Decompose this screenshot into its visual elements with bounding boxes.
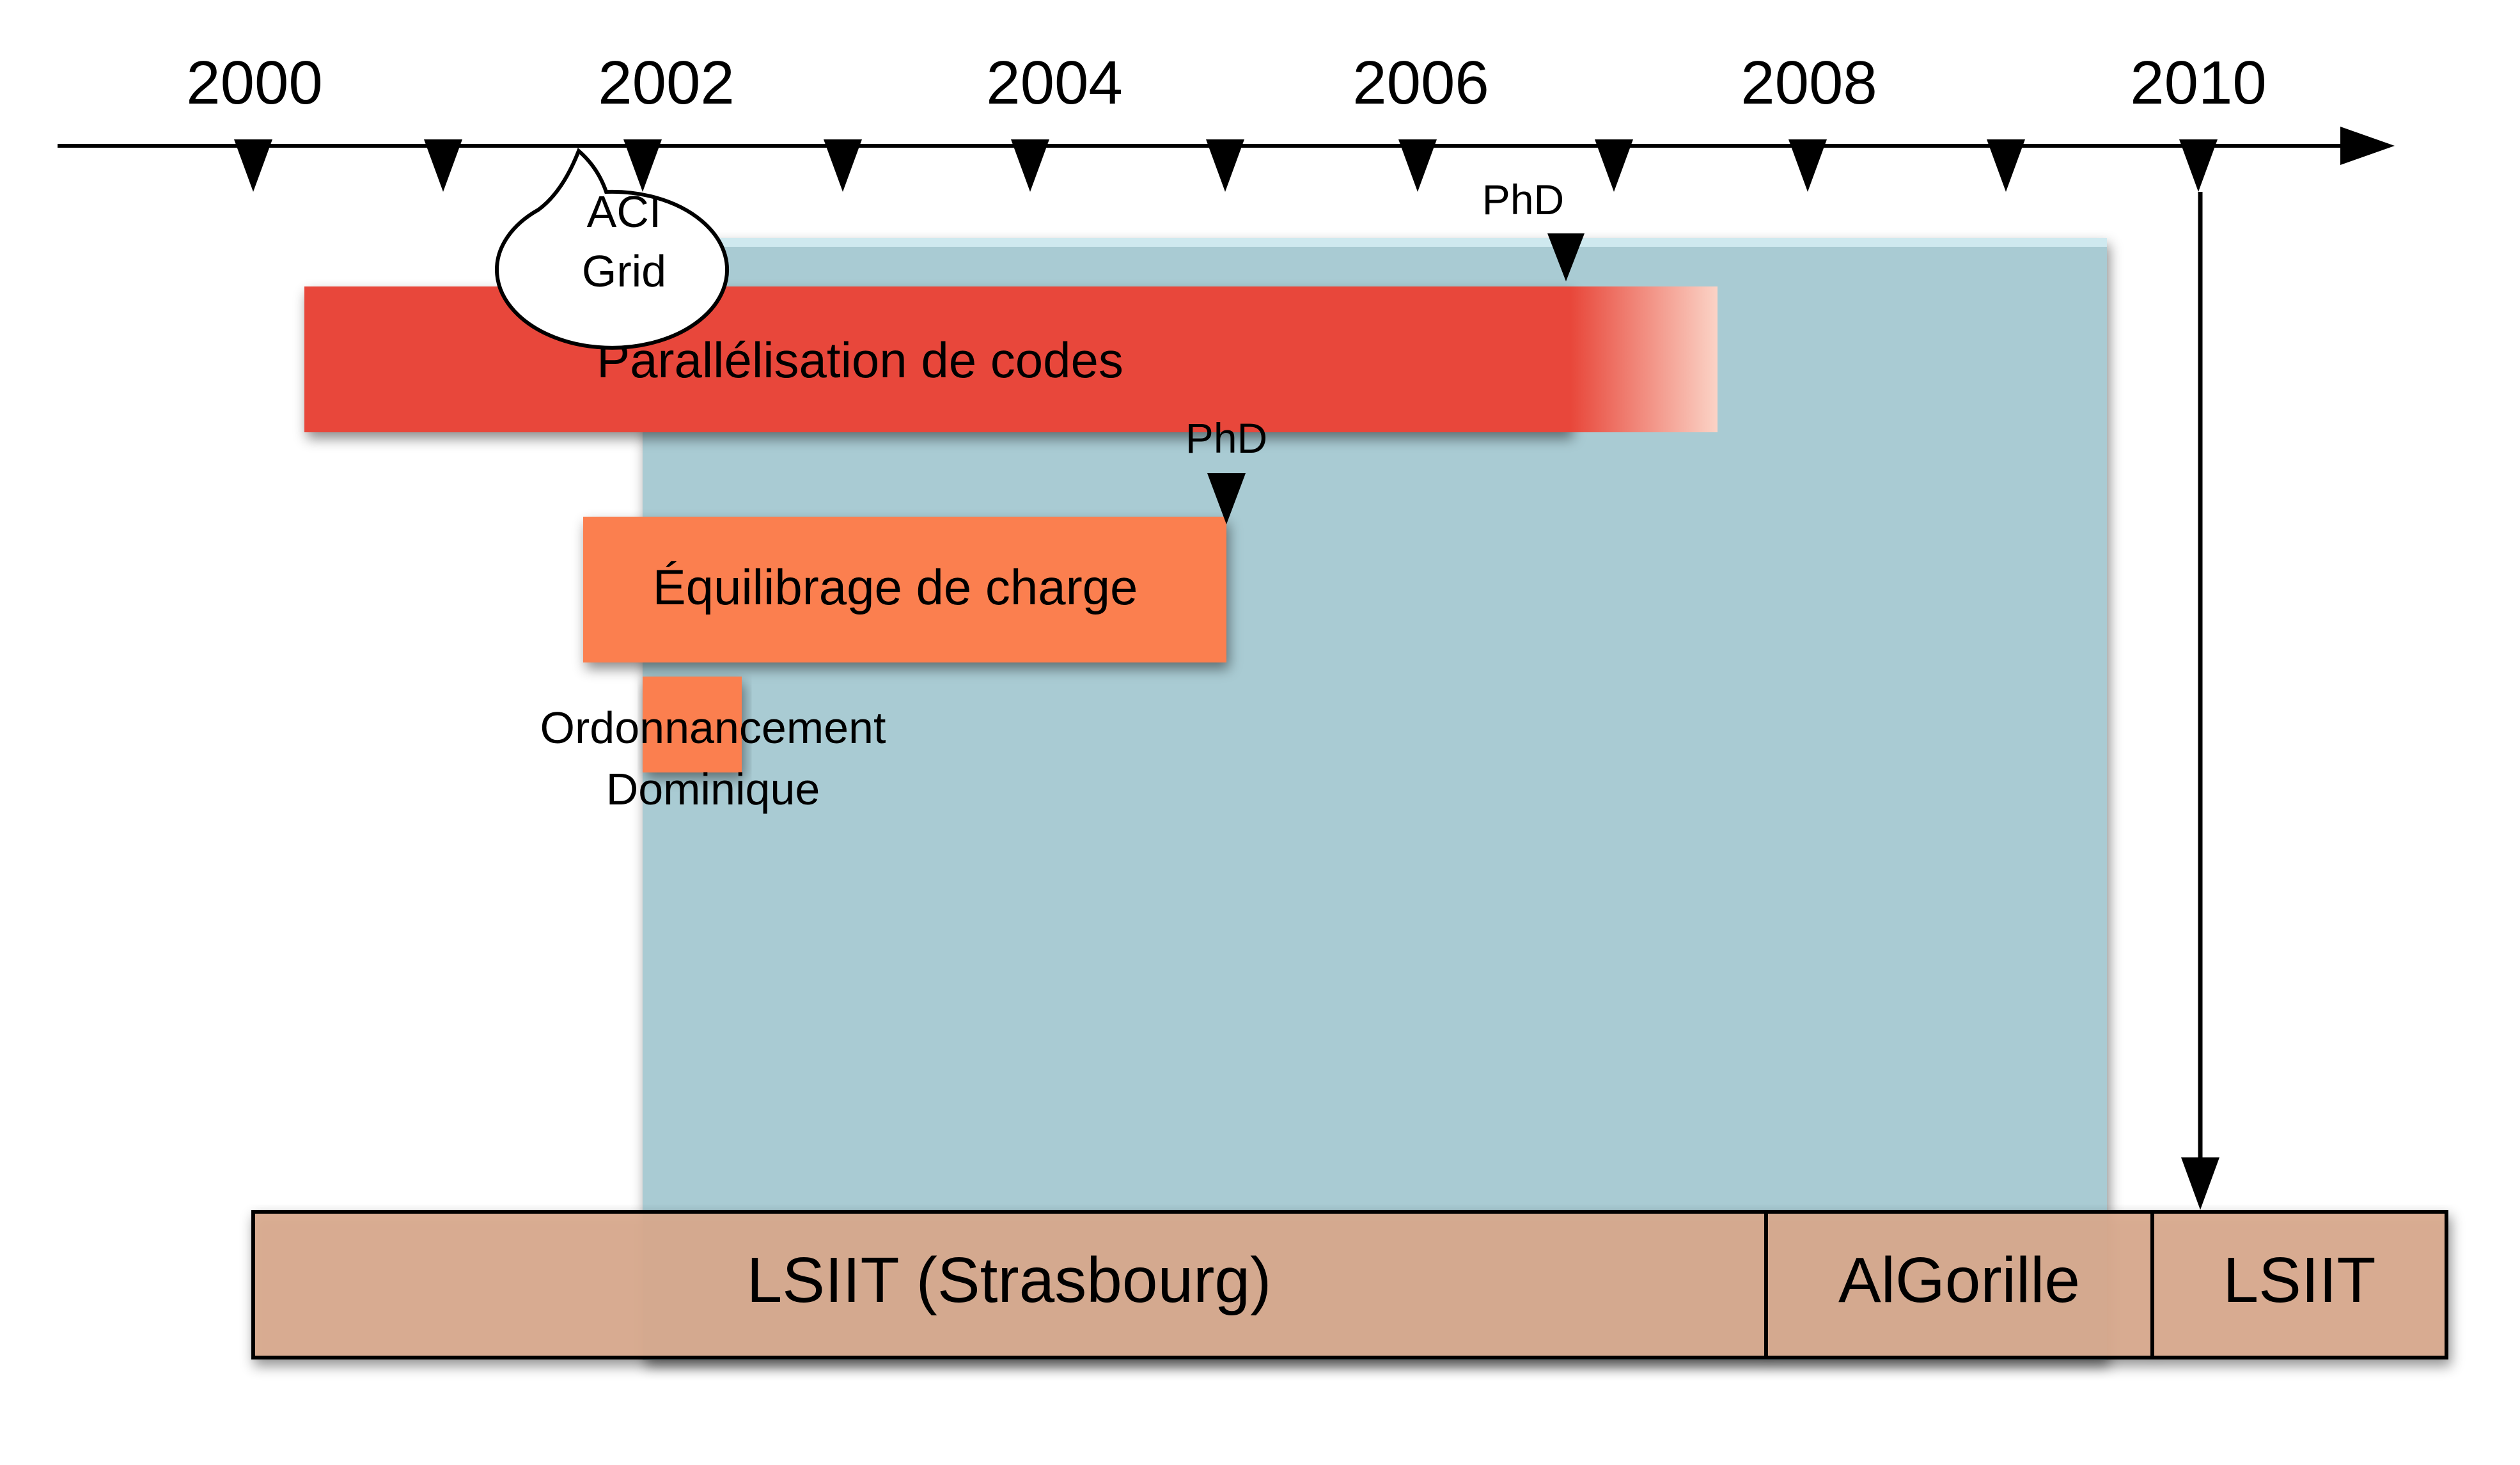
- axis-tick-marker-icon: [1206, 139, 1244, 192]
- arrow-down-icon: [2181, 1157, 2219, 1210]
- phd-label: PhD: [1186, 414, 1267, 462]
- lab-label-lsiit: LSIIT: [2223, 1244, 2376, 1316]
- ordonnancement-person: Dominique: [606, 764, 820, 814]
- axis-ticks: [234, 139, 2218, 192]
- year-label-2002: 2002: [598, 49, 735, 117]
- year-label-2008: 2008: [1741, 49, 1877, 117]
- lab-bar-algorille: [1764, 1210, 2154, 1359]
- lab-bar-lsiit-strasbourg: [251, 1210, 1768, 1359]
- phd-marker-icon: [1547, 233, 1585, 281]
- phd-label: PhD: [1482, 176, 1564, 223]
- year-label-2000: 2000: [186, 49, 323, 117]
- axis-tick-marker-icon: [824, 139, 862, 192]
- background-period-top-glow: [643, 238, 2107, 247]
- axis-tick-marker-icon: [1398, 139, 1437, 192]
- year-label-2006: 2006: [1352, 49, 1489, 117]
- axis-tick-marker-icon: [424, 139, 462, 192]
- axis-tick-marker-icon: [234, 139, 272, 192]
- axis-tick-marker-icon: [623, 139, 662, 192]
- axis-tick-marker-icon: [1011, 139, 1049, 192]
- speech-bubble-icon: [495, 147, 730, 350]
- year-label-2010: 2010: [2130, 49, 2267, 117]
- axis-tick-marker-icon: [1788, 139, 1827, 192]
- axis-tick-marker-icon: [2179, 139, 2218, 192]
- lab-bar-lsiit: [2150, 1210, 2448, 1359]
- time-axis: 2000 2002 2004 2006 2008 2010: [58, 49, 2395, 192]
- phd-milestone-equilibrage: PhD: [1186, 414, 1267, 524]
- axis-tick-marker-icon: [1595, 139, 1633, 192]
- axis-tick-marker-icon: [1987, 139, 2025, 192]
- year-label-2004: 2004: [986, 49, 1123, 117]
- ordonnancement-label: Ordonnancement: [540, 703, 886, 753]
- equilibrage-bar: Équilibrage de charge: [583, 517, 1226, 662]
- lab-label-algorille: AlGorille: [1838, 1244, 2080, 1316]
- phd-marker-icon: [1207, 473, 1246, 524]
- ordonnancement-bar: Ordonnancement Dominique: [540, 677, 886, 814]
- callout-line-2: Grid: [582, 246, 666, 296]
- lab-bars: [251, 1210, 2448, 1359]
- phd-milestone-parallelisation: PhD: [1482, 176, 1585, 281]
- axis-arrow-icon: [2340, 127, 2395, 165]
- callout-line-1: ACI: [587, 187, 662, 237]
- equilibrage-label: Équilibrage de charge: [653, 559, 1138, 615]
- parallelisation-label: Parallélisation de codes: [597, 332, 1123, 388]
- lab-label-lsiit-strasbourg: LSIIT (Strasbourg): [747, 1244, 1272, 1316]
- aci-grid-callout: ACI Grid: [495, 147, 730, 350]
